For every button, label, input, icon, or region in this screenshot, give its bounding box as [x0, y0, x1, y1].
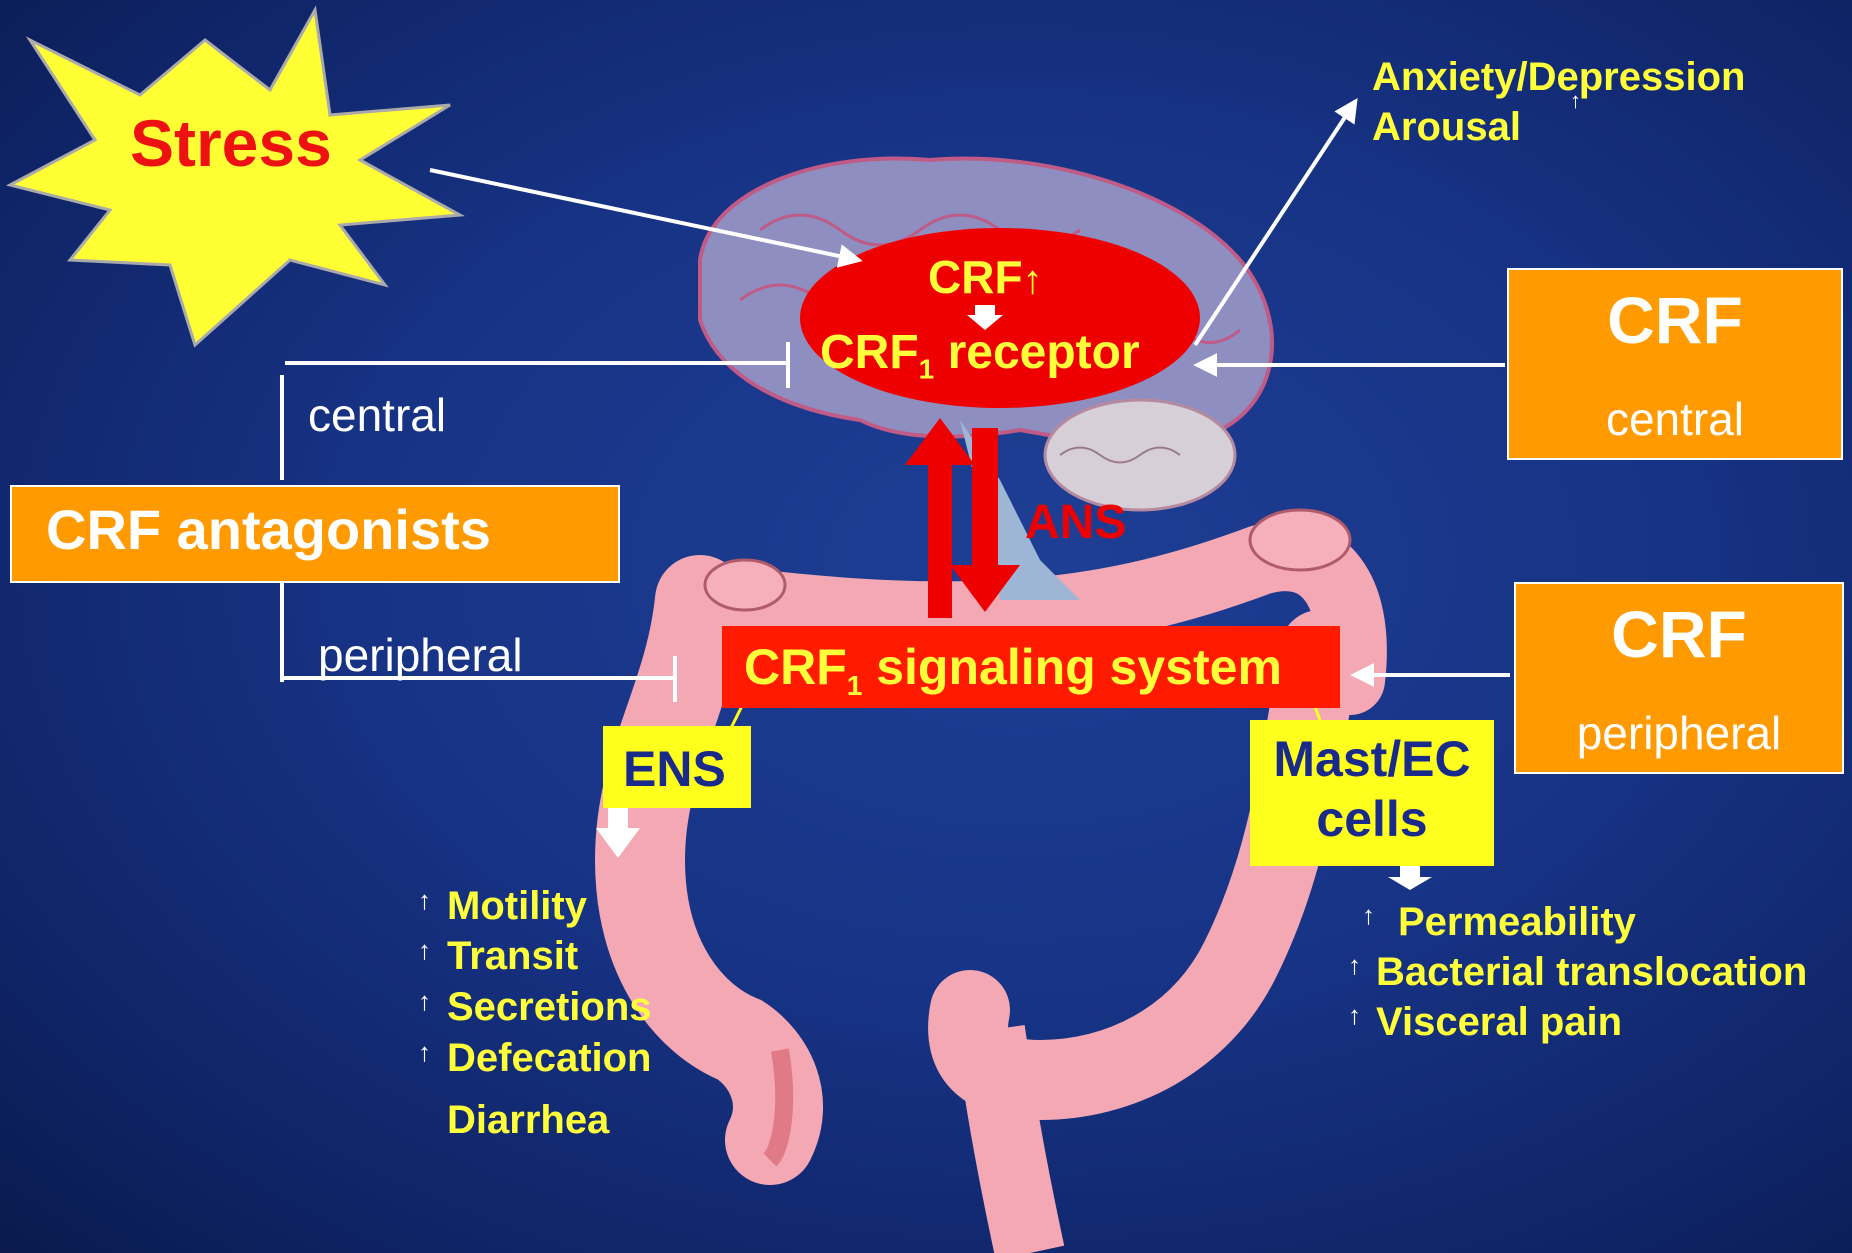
crf1-signaling-suffix: signaling system: [862, 639, 1282, 695]
crf-brain-label: CRF↑: [928, 250, 1043, 304]
crf1-receptor-label: CRF1 receptor: [820, 325, 1140, 386]
up-arrow-icon: ↑: [418, 935, 431, 966]
crf-peripheral-sub: peripheral: [1516, 706, 1842, 760]
up-arrow-icon: ↑: [1362, 900, 1375, 931]
effect-permeability: Permeability: [1398, 900, 1636, 945]
colon-illustration: [640, 510, 1352, 1253]
stress-label: Stress: [130, 105, 332, 181]
crf-brain-text: CRF: [928, 251, 1023, 303]
peripheral-label: peripheral: [318, 628, 523, 682]
ens-label: ENS: [623, 740, 726, 798]
effect-bacterial-translocation: Bacterial translocation: [1376, 950, 1807, 995]
mast-ec-box: Mast/EC cells: [1250, 720, 1494, 866]
arousal-label: Arousal: [1372, 105, 1521, 150]
up-arrow-icon: ↑: [1023, 258, 1043, 302]
mast-ec-line2: cells: [1250, 790, 1494, 848]
effect-secretions: Secretions: [447, 985, 652, 1030]
ens-box: ENS: [603, 726, 751, 808]
effect-defecation: Defecation: [447, 1036, 652, 1081]
crf1-receptor-sub: 1: [919, 354, 935, 385]
crf1-signaling-prefix: CRF: [744, 639, 847, 695]
crf-central-sub: central: [1509, 392, 1841, 446]
anxiety-depression-label: Anxiety/Depression: [1372, 55, 1745, 100]
crf-central-box: CRF central: [1507, 268, 1843, 460]
up-arrow-icon: ↑: [1348, 950, 1361, 981]
ans-label: ANS: [1025, 495, 1126, 550]
crf1-receptor-prefix: CRF: [820, 326, 919, 379]
effect-visceral-pain: Visceral pain: [1376, 1000, 1622, 1045]
crf-peripheral-title: CRF: [1516, 596, 1842, 672]
mast-ec-line1: Mast/EC: [1250, 730, 1494, 788]
crf1-signaling-label: CRF1 signaling system: [744, 638, 1282, 702]
crf1-receptor-suffix: receptor: [934, 326, 1139, 379]
central-label: central: [308, 388, 446, 442]
crf-peripheral-box: CRF peripheral: [1514, 582, 1844, 774]
crf-antagonists-label: CRF antagonists: [46, 497, 491, 562]
up-arrow-icon: ↑: [418, 885, 431, 916]
up-arrow-icon: ↑: [1348, 1000, 1361, 1031]
up-arrow-icon: ↑: [418, 986, 431, 1017]
effect-motility: Motility: [447, 884, 587, 929]
crf1-signaling-sub: 1: [847, 670, 863, 701]
up-arrow-icon: ↑: [418, 1037, 431, 1068]
effect-transit: Transit: [447, 934, 578, 979]
crf1-signaling-box: CRF1 signaling system: [722, 626, 1340, 708]
up-arrow-icon: ↑: [1570, 88, 1581, 114]
effect-diarrhea: Diarrhea: [447, 1098, 609, 1143]
crf-antagonists-box: CRF antagonists: [10, 485, 620, 583]
crf-central-title: CRF: [1509, 282, 1841, 358]
